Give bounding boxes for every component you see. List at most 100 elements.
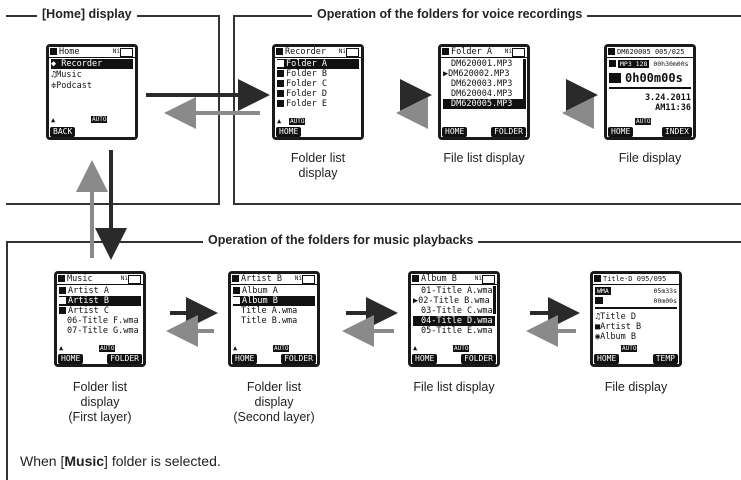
home-screen-title: Home <box>59 47 80 57</box>
recorder-icon <box>276 48 283 55</box>
scrollbar[interactable] <box>493 286 496 314</box>
back-softkey[interactable]: BACK <box>50 127 76 137</box>
record-time: AM11:36 <box>655 103 691 113</box>
format-badge: WMA <box>595 287 611 295</box>
folder-softkey[interactable]: FOLDER <box>461 354 496 364</box>
list-item[interactable]: Album B <box>233 296 315 306</box>
artist-name: Artist B <box>600 322 642 332</box>
album-icon: ◉ <box>595 332 601 342</box>
list-item[interactable]: DM620004.MP3 <box>451 89 513 99</box>
file-length: 00h30m00s <box>653 60 689 68</box>
music-section-title: Operation of the folders for music playb… <box>203 233 479 247</box>
music-frame-left <box>6 241 8 480</box>
list-item[interactable]: 04-Title D.wma <box>413 316 495 326</box>
battery-icon <box>120 48 133 57</box>
music-folder-first-screen: Music Ni Artist A Artist B Artist C 06-T… <box>54 271 146 367</box>
file-length: 05m33s <box>653 287 677 295</box>
home-softkey[interactable]: HOME <box>412 354 438 364</box>
music-note-icon: ♫ <box>51 70 57 80</box>
list-item[interactable]: ▶02-Title B.wma <box>413 296 490 306</box>
list-item[interactable]: ♫Music <box>51 70 82 80</box>
home-softkey[interactable]: HOME <box>608 127 634 137</box>
auto-badge: AUTO <box>99 345 116 352</box>
recorder-title: Recorder <box>285 47 326 57</box>
list-item[interactable]: 01-Title A.wma <box>421 286 493 296</box>
auto-badge: AUTO <box>635 118 652 125</box>
list-item[interactable]: Album A <box>233 286 315 296</box>
file-icon <box>594 275 601 282</box>
record-date: 3.24.2011 <box>644 93 691 103</box>
mic-sensitivity-icon: ▲ <box>277 117 282 125</box>
home-softkey[interactable]: HOME <box>276 127 302 137</box>
list-item[interactable]: 06-Title F.wma <box>67 316 139 326</box>
mic-sensitivity-icon: ▲ <box>233 344 238 352</box>
battery-icon <box>302 275 315 284</box>
list-item[interactable]: 05-Title E.wma <box>421 326 493 336</box>
mic-sensitivity-icon: ▲ <box>413 344 418 352</box>
selection-note: When [Music] folder is selected. <box>20 453 221 469</box>
folder-softkey[interactable]: FOLDER <box>281 354 316 364</box>
home-softkey[interactable]: HOME <box>58 354 84 364</box>
mic-icon: ◆ <box>51 59 57 69</box>
music-note-icon: ♫ <box>595 312 601 322</box>
folder-softkey[interactable]: FOLDER <box>107 354 142 364</box>
track-name: Title D <box>600 312 636 322</box>
list-item[interactable]: Title B.wma <box>241 316 298 326</box>
list-item[interactable]: DM620003.MP3 <box>451 79 513 89</box>
home-softkey[interactable]: HOME <box>232 354 258 364</box>
folder-icon <box>277 80 284 87</box>
file-icon <box>608 48 615 55</box>
home-softkey[interactable]: HOME <box>442 127 468 137</box>
list-item[interactable]: DM620005.MP3 <box>443 99 525 109</box>
home-softkey[interactable]: HOME <box>594 354 620 364</box>
caption-file: File display <box>618 151 682 165</box>
list-item[interactable]: Artist C <box>59 306 141 316</box>
caption-music-file-list: File list display <box>413 380 495 394</box>
scrollbar[interactable] <box>523 59 526 109</box>
list-item[interactable]: Artist B <box>59 296 141 306</box>
list-item[interactable]: Folder E <box>277 99 359 109</box>
list-item[interactable]: Title A.wma <box>241 306 298 316</box>
elapsed-time: 0h00m00s <box>625 71 683 85</box>
play-icon: ▶ <box>413 296 419 306</box>
home-frame-right <box>218 15 220 205</box>
auto-badge: AUTO <box>273 345 290 352</box>
list-item[interactable]: Folder C <box>277 79 359 89</box>
folder-icon <box>277 90 284 97</box>
music-file-screen: Title-D 095/095 WMA 05m33s 00m00s ♫Title… <box>590 271 682 367</box>
list-item[interactable]: DM620001.MP3 <box>451 59 513 69</box>
stop-icon <box>595 297 603 304</box>
album-name: Album B <box>600 332 636 342</box>
list-item[interactable]: Folder B <box>277 69 359 79</box>
voice-frame-left <box>233 15 235 205</box>
folder-icon <box>59 287 66 294</box>
list-item[interactable]: Folder A <box>277 59 359 69</box>
battery-icon <box>346 48 359 57</box>
list-item[interactable]: Artist A <box>59 286 141 296</box>
auto-badge: AUTO <box>289 118 306 125</box>
list-item[interactable]: ≑Podcast <box>51 81 92 91</box>
folder-icon <box>232 275 239 282</box>
folder-icon <box>412 275 419 282</box>
file-counter: 095/095 <box>636 275 667 283</box>
podcast-icon: ≑ <box>51 81 57 91</box>
folder-icon <box>59 297 66 304</box>
voice-file-screen: DM620005 005/025 MP3 128 00h30m00s 0h00m… <box>604 44 696 140</box>
mic-sensitivity-icon: ▲ <box>59 344 64 352</box>
list-item[interactable]: ◆ Recorder <box>51 59 133 69</box>
progress-bar <box>595 307 677 309</box>
list-item[interactable]: ▶DM620002.MP3 <box>443 69 510 79</box>
progress-bar <box>609 87 691 89</box>
list-item[interactable]: 07-Title G.wma <box>67 326 139 336</box>
index-softkey[interactable]: INDEX <box>661 127 692 137</box>
file-name: DM620005 <box>617 48 651 56</box>
folder-softkey[interactable]: FOLDER <box>491 127 526 137</box>
list-item[interactable]: 03-Title C.wma <box>421 306 493 316</box>
list-item[interactable]: Folder D <box>277 89 359 99</box>
play-icon: ▶ <box>443 69 449 79</box>
file-counter: 005/025 <box>654 48 685 56</box>
temp-softkey[interactable]: TEMP <box>652 354 678 364</box>
